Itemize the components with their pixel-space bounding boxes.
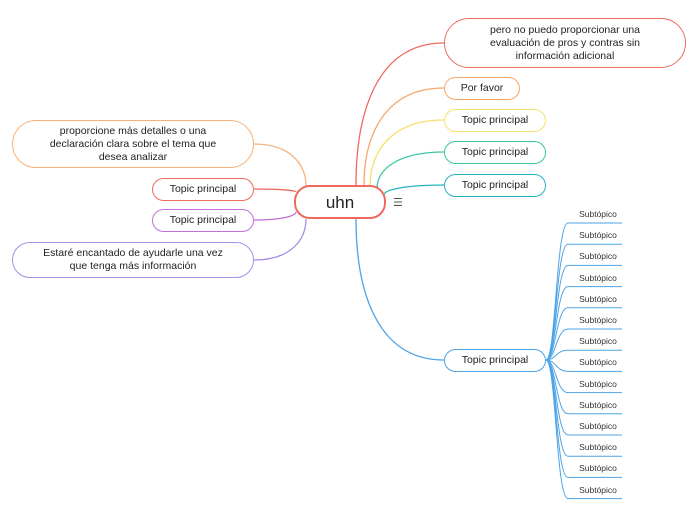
topic-principal-blue[interactable]: Topic principal <box>444 349 546 372</box>
connector-right-2 <box>369 119 445 187</box>
topic-label: proporcione más detalles o una declaraci… <box>49 124 217 163</box>
topic-label: Por favor <box>460 82 504 94</box>
topic-principal-red-left[interactable]: Topic principal <box>152 178 254 201</box>
connector-right-4 <box>383 184 445 196</box>
connector-left-3 <box>253 218 307 261</box>
subtopic-item[interactable]: Subtópico <box>579 315 617 325</box>
connector-left-0 <box>253 143 307 187</box>
topic-happy-to-help[interactable]: Estaré encantado de ayudarle una vez que… <box>12 242 254 278</box>
central-topic-label: uhn <box>325 192 355 212</box>
connector-subtopic-6 <box>545 349 622 361</box>
topic-label: Estaré encantado de ayudarle una vez que… <box>43 247 223 272</box>
central-topic[interactable]: uhn <box>294 185 386 219</box>
subtopic-item[interactable]: Subtópico <box>579 209 617 219</box>
subtopic-item[interactable]: Subtópico <box>579 251 617 262</box>
topic-principal-green[interactable]: Topic principal <box>444 141 546 164</box>
subtopic-item[interactable]: Subtópico <box>579 399 617 410</box>
topic-label: Topic principal <box>461 354 529 366</box>
connector-left-1 <box>253 188 297 193</box>
subtopic-item[interactable]: Subtópico <box>579 484 617 495</box>
subtopic-item[interactable]: Subtópico <box>579 336 617 347</box>
subtopic-item[interactable]: Subtópico <box>579 357 617 368</box>
connector-subtopic-13 <box>545 359 622 500</box>
subtopic-item[interactable]: Subtópico <box>579 463 617 474</box>
topic-principal-purple-left[interactable]: Topic principal <box>152 209 254 232</box>
connector-right-3 <box>376 151 445 189</box>
topic-no-evaluation[interactable]: pero no puedo proporcionar una evaluació… <box>444 18 686 68</box>
topic-more-details[interactable]: proporcione más detalles o una declaraci… <box>12 120 254 168</box>
subtopic-item[interactable]: Subtópico <box>579 230 617 241</box>
connector-subtopic-5 <box>545 328 622 361</box>
subtopic-item[interactable]: Subtópico <box>579 378 617 389</box>
topic-label: Topic principal <box>461 146 529 158</box>
topic-principal-yellow[interactable]: Topic principal <box>444 109 546 132</box>
connector-right-1 <box>363 87 445 186</box>
topic-label: pero no puedo proporcionar una evaluació… <box>489 23 641 62</box>
subtopic-item[interactable]: Subtópico <box>579 272 617 283</box>
menu-icon[interactable]: ☰ <box>393 196 403 209</box>
connector-subtopic-2 <box>545 264 622 361</box>
topic-label: Topic principal <box>461 179 529 191</box>
connector-subtopic-3 <box>545 286 622 361</box>
connector-subtopic-4 <box>545 307 622 361</box>
topic-label: Topic principal <box>169 214 237 226</box>
subtopic-item[interactable]: Subtópico <box>579 442 617 453</box>
subtopic-item[interactable]: Subtópico <box>579 293 617 304</box>
topic-label: Topic principal <box>169 183 237 195</box>
connector-right-5 <box>355 218 445 361</box>
subtopic-item[interactable]: Subtópico <box>579 421 617 431</box>
topic-por-favor[interactable]: Por favor <box>444 77 520 100</box>
connector-right-0 <box>355 42 445 186</box>
topic-label: Topic principal <box>461 114 529 126</box>
connector-left-2 <box>253 211 297 221</box>
topic-principal-teal[interactable]: Topic principal <box>444 174 546 197</box>
